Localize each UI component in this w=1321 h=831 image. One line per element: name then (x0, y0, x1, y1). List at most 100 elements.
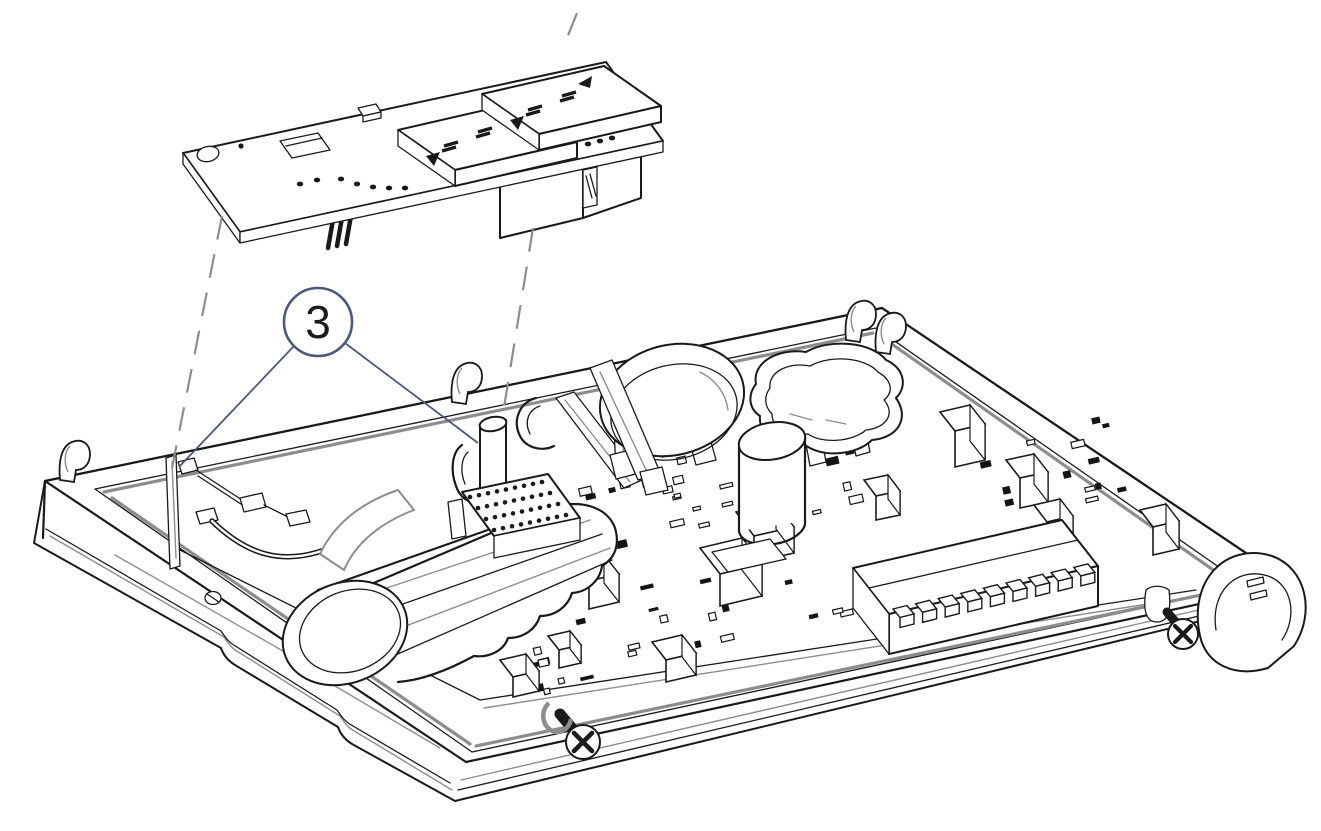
header-pin (503, 487, 509, 492)
box-side (1165, 502, 1180, 551)
clamp-front (1012, 587, 1028, 603)
smd-part (1094, 482, 1102, 490)
terminal-block-row (852, 519, 1099, 655)
clamp-front (899, 613, 915, 629)
header-pin (538, 492, 544, 498)
smd-part (1102, 422, 1110, 429)
rim-clips (58, 299, 907, 484)
toroid-strap-shade (599, 371, 649, 475)
explode-axis-dash (170, 215, 224, 469)
screw-cross (1172, 623, 1194, 645)
tray-wall-shade (474, 587, 1232, 748)
arrow-mark (578, 76, 592, 88)
clamp-front (1057, 576, 1073, 592)
board-components (58, 299, 1307, 760)
bar-mark (527, 104, 543, 112)
antenna-shade (171, 461, 177, 559)
smd-part (579, 674, 594, 682)
module-slot-inner (285, 137, 323, 147)
pad-dot (385, 185, 393, 191)
smd-part (831, 607, 844, 616)
capacitor-body (739, 437, 805, 531)
rim-clip (450, 361, 483, 406)
tray-corner-edge (41, 479, 47, 540)
smd-part (658, 614, 669, 624)
box-side (681, 633, 697, 677)
capacitor-cylinder (737, 420, 807, 546)
rim-clip-shade (850, 305, 857, 333)
header-pin (484, 503, 490, 509)
header-pin (518, 522, 524, 527)
header-pin (521, 483, 527, 489)
box-side (603, 553, 620, 604)
smd-part (697, 521, 711, 529)
header-pin (555, 501, 561, 507)
smd-part (532, 646, 543, 656)
pad-dot (313, 177, 321, 183)
box-side (569, 629, 582, 665)
battery-outline (360, 503, 619, 684)
terminal-ridge (868, 539, 1079, 589)
smd-part (648, 606, 659, 613)
header-pin (530, 481, 536, 487)
toroid-transformer (589, 342, 746, 496)
pad-dot (353, 181, 361, 187)
terminal-clamps (891, 563, 1097, 629)
header-pin (563, 512, 569, 518)
header-pin (545, 516, 551, 522)
tray-foot-line (45, 528, 451, 784)
cable-core (210, 519, 332, 558)
bar-mark (559, 95, 575, 103)
bar-mark (561, 90, 577, 98)
smd-part (608, 486, 616, 494)
smd-part (671, 474, 685, 486)
terminal-left (852, 567, 890, 655)
header-pin (546, 503, 552, 509)
module-terminal-block-2 (481, 65, 662, 151)
dome-inner (1214, 573, 1292, 641)
antenna-arm (197, 475, 245, 507)
tray-foot-line (49, 535, 453, 791)
smd-part (1087, 456, 1100, 465)
clamp-front (944, 602, 960, 618)
callout-leader-left (178, 345, 295, 468)
header-front (493, 517, 581, 559)
dome-body (1196, 552, 1307, 673)
rim-clip (58, 439, 91, 484)
pad-dot (608, 135, 616, 141)
explode-axis-dash (500, 227, 535, 421)
header-pin (537, 505, 543, 511)
toroid-strap-foot (639, 466, 669, 496)
explode-axis-dash (563, 12, 579, 44)
header-step (447, 498, 467, 540)
header-pin (500, 525, 506, 531)
smd-part (694, 640, 702, 649)
antenna-arm (263, 504, 291, 519)
callout-balloon (282, 286, 354, 358)
header-pin (511, 498, 517, 503)
battery-wrap-line (383, 559, 613, 661)
smd-part (668, 517, 686, 529)
smd-part (1091, 416, 1101, 425)
control-module (182, 61, 664, 251)
header-pin (509, 523, 515, 529)
header-pin (520, 496, 526, 501)
smd-part (707, 611, 718, 622)
header-pin (501, 512, 507, 518)
battery-end-cap-inner (298, 588, 402, 674)
housing-slot (582, 166, 598, 209)
battery-pack (281, 488, 619, 687)
projection-dashed-lines (170, 12, 579, 469)
buzzer-dome (1196, 552, 1307, 673)
bar-mark (443, 140, 459, 148)
header-pin (554, 514, 560, 520)
housing-hatch (589, 173, 597, 197)
rim-clip-shade (880, 317, 887, 345)
module-bump-side (362, 111, 382, 123)
smd-part (1004, 498, 1015, 507)
header-pin (528, 507, 534, 512)
clamp-front (989, 592, 1006, 608)
bar-mark (525, 109, 541, 117)
header-pin (492, 514, 498, 520)
